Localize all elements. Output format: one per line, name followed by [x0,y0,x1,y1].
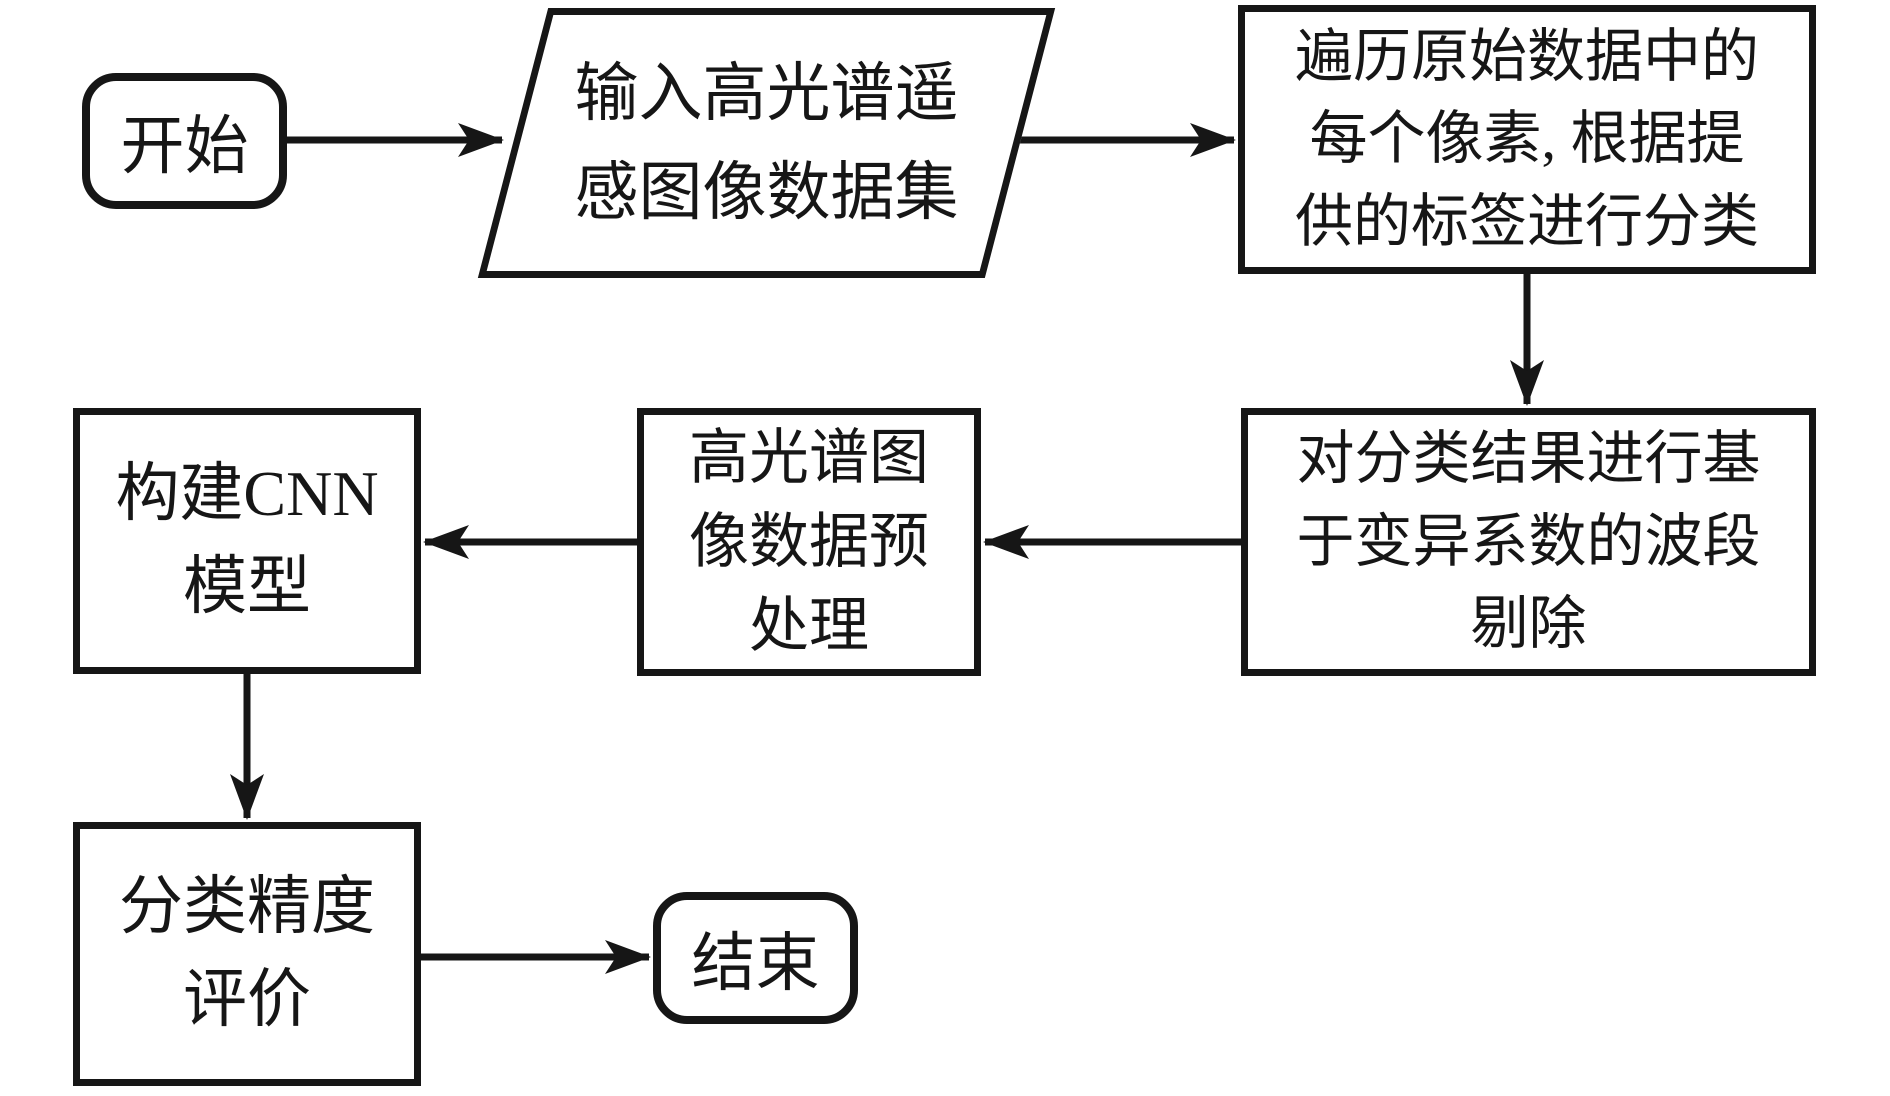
node-end-label: 结束 [691,928,820,999]
node-build-cnn: 构建CNN 模型 [73,408,421,674]
node-band-removal: 对分类结果进行基 于变异系数的波段 剔除 [1241,408,1816,676]
node-preprocess: 高光谱图 像数据预 处理 [637,408,981,676]
node-input-dataset: 输入高光谱遥 感图像数据集 [477,8,1056,278]
node-band-removal-label: 对分类结果进行基 于变异系数的波段 剔除 [1296,426,1761,657]
node-traverse-classify: 遍历原始数据中的 每个像素, 根据提 供的标签进行分类 [1238,5,1816,274]
node-start: 开始 [82,73,287,209]
node-input-dataset-label: 输入高光谱遥 感图像数据集 [574,57,959,228]
node-accuracy-evaluation-label: 分类精度 评价 [119,871,375,1035]
node-accuracy-evaluation: 分类精度 评价 [73,822,421,1086]
node-build-cnn-label: 构建CNN 模型 [115,458,379,622]
node-start-label: 开始 [120,111,249,182]
node-preprocess-label: 高光谱图 像数据预 处理 [689,425,929,659]
node-end: 结束 [653,892,858,1024]
node-traverse-classify-label: 遍历原始数据中的 每个像素, 根据提 供的标签进行分类 [1294,23,1759,254]
